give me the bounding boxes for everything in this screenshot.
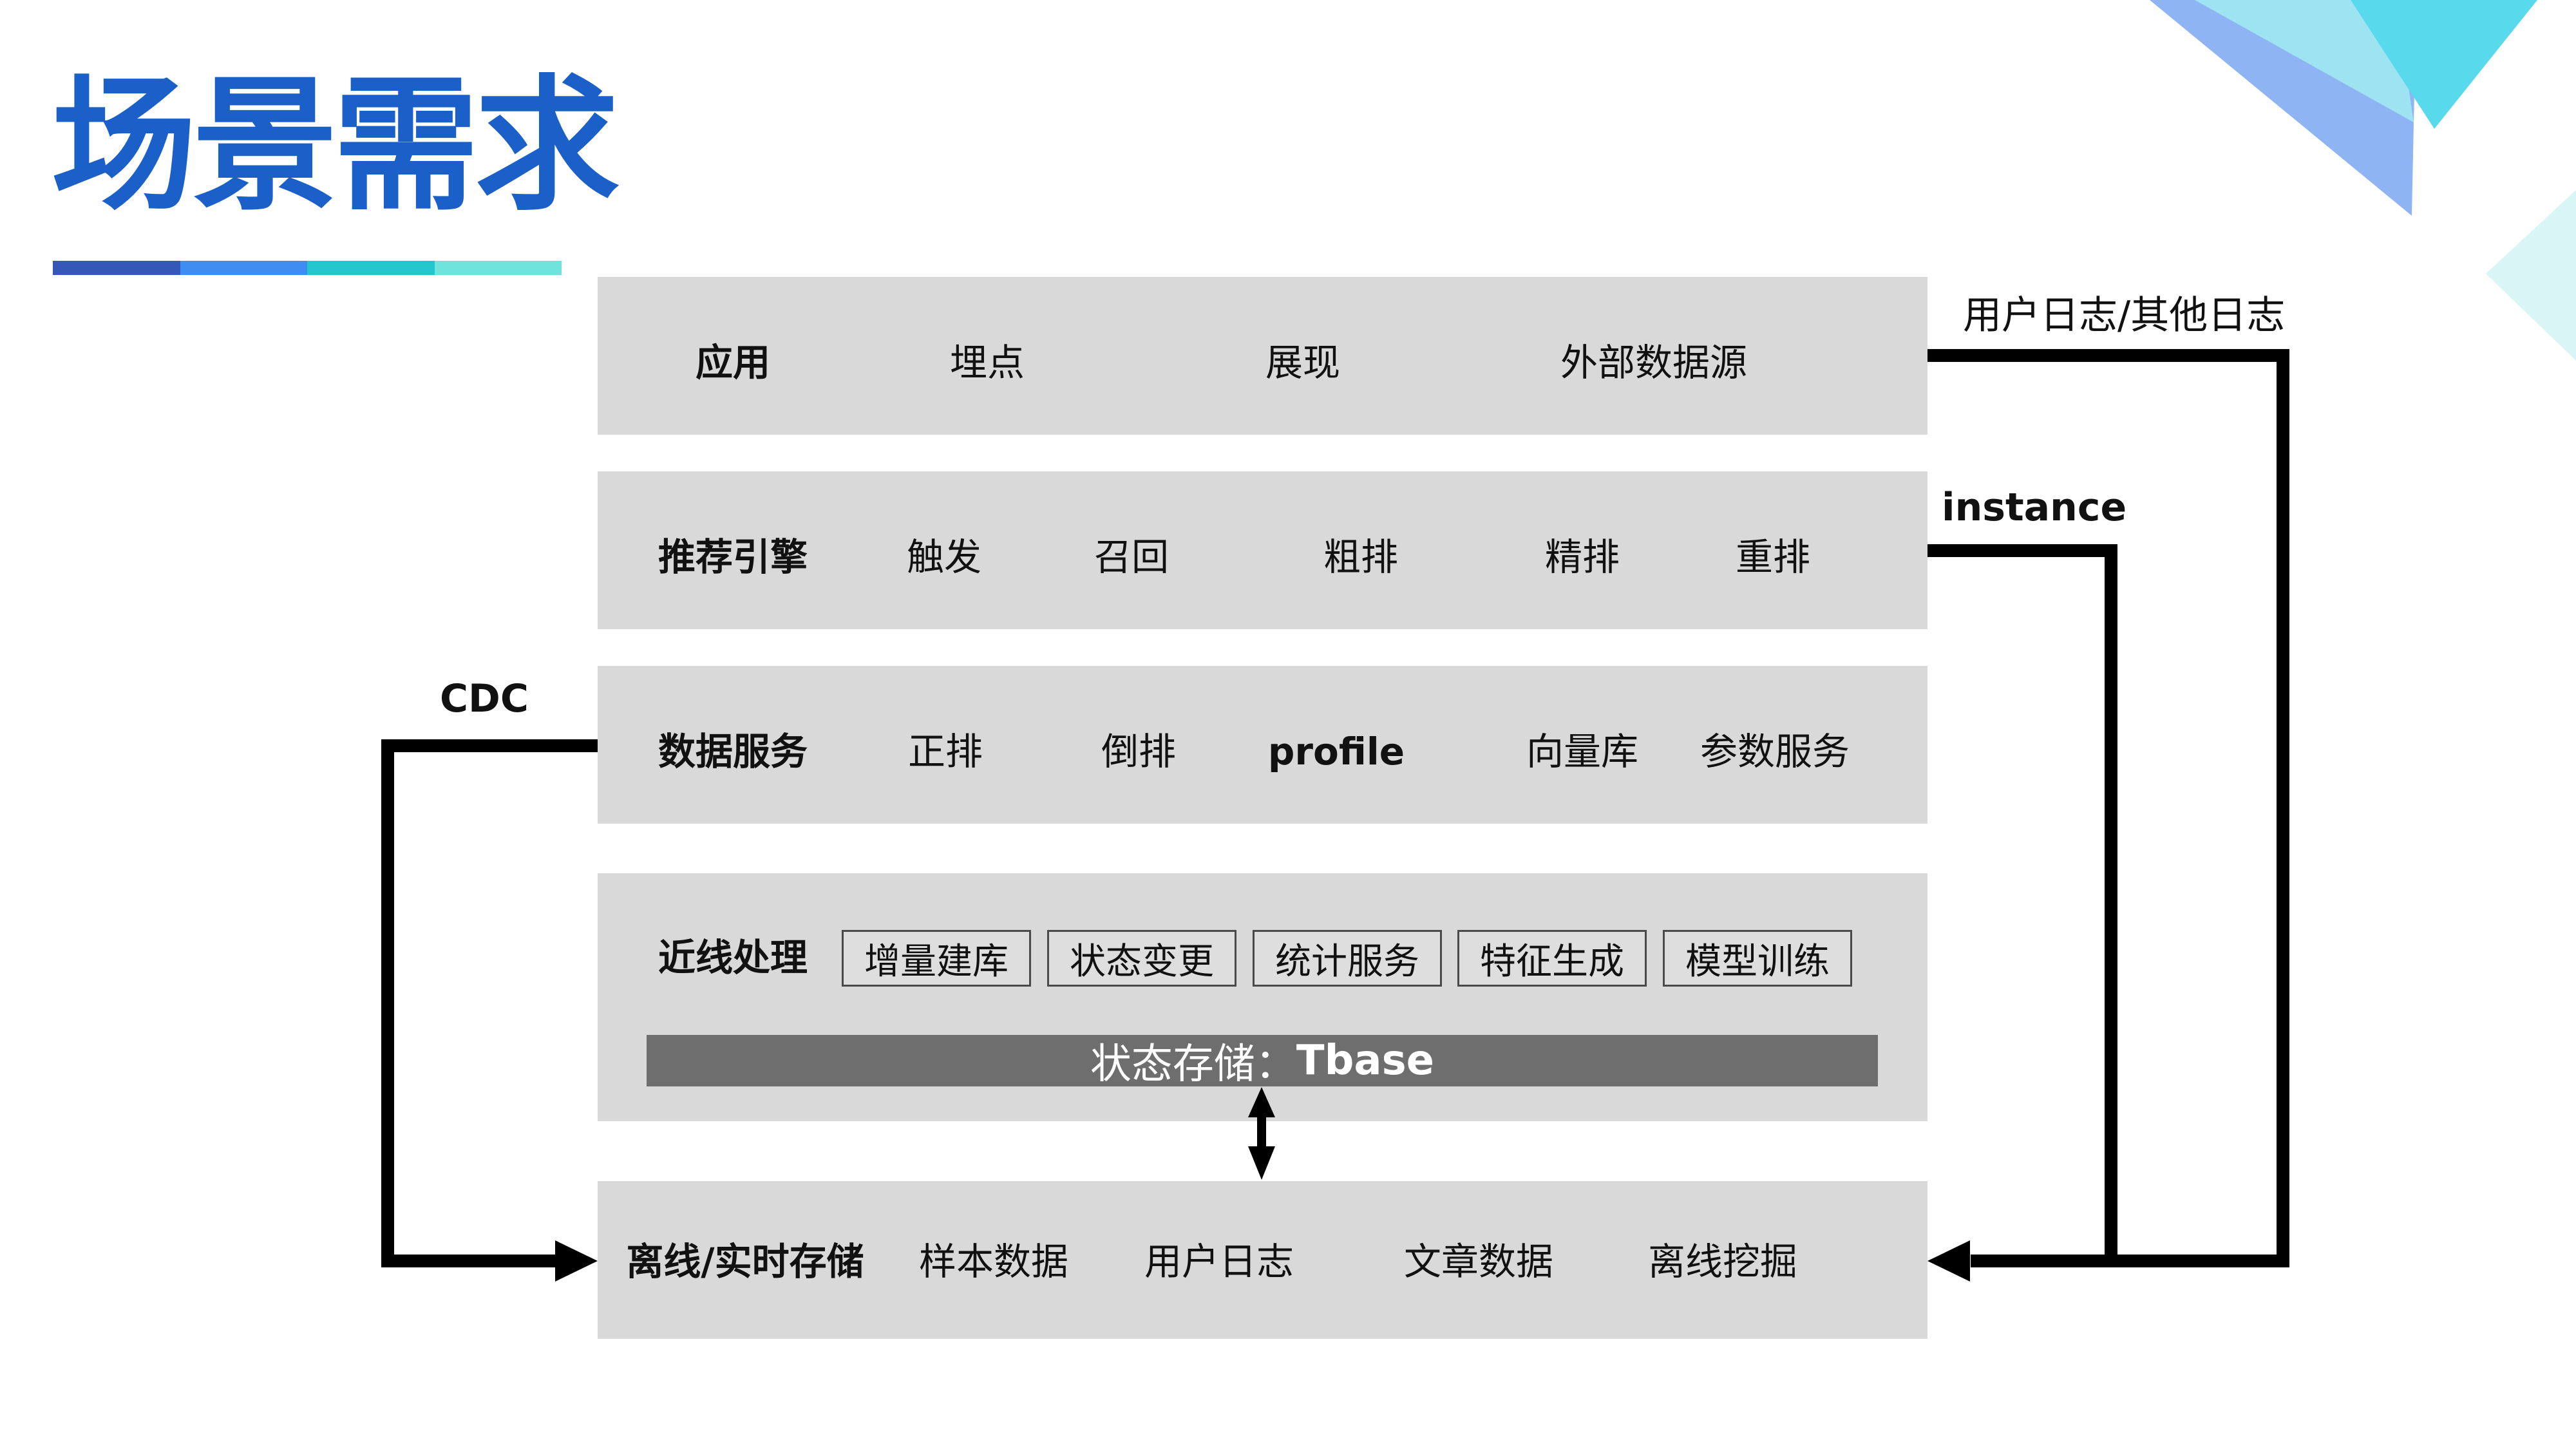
- engine-item: 触发: [906, 535, 982, 579]
- data-service-item: 倒排: [1101, 730, 1177, 773]
- app-item: 外部数据源: [1560, 341, 1748, 384]
- engine-item: 粗排: [1323, 535, 1399, 579]
- storage-arrowhead: [1927, 1240, 1970, 1282]
- storage-link-arrow: [1248, 1087, 1275, 1180]
- storage-item: 用户日志: [1144, 1240, 1294, 1283]
- data-service-item: 正排: [907, 730, 983, 773]
- layer-near-line-label: 近线处理: [658, 936, 808, 980]
- flow-label-cdc: CDC: [440, 676, 529, 721]
- engine-item: 重排: [1735, 535, 1811, 579]
- near-line-chip: 模型训练: [1663, 930, 1852, 987]
- engine-item: 精排: [1544, 535, 1620, 579]
- title-underline: [53, 261, 562, 275]
- near-line-chip: 状态变更: [1047, 930, 1236, 987]
- engine-item: 召回: [1094, 535, 1170, 579]
- flow-label-logs: 用户日志/其他日志: [1963, 293, 2286, 338]
- app-item: 埋点: [949, 341, 1025, 384]
- logs-connector: [1927, 349, 2289, 1267]
- near-line-chip: 增量建库: [842, 930, 1031, 987]
- data-service-item: profile: [1267, 730, 1405, 773]
- layer-engine-label: 推荐引擎: [658, 535, 808, 579]
- corner-decoration: [2150, 0, 2576, 361]
- layer-data-service-band: [598, 666, 1927, 824]
- layer-app-band: [598, 277, 1927, 435]
- storage-item: 样本数据: [918, 1240, 1069, 1283]
- layer-app-label: 应用: [695, 341, 771, 384]
- layer-storage-band: [598, 1181, 1927, 1339]
- instance-connector: [1927, 544, 2117, 1261]
- state-storage-bar: 状态存储：Tbase: [647, 1035, 1878, 1088]
- cdc-connector: [381, 739, 598, 1267]
- layer-data-service-label: 数据服务: [658, 730, 808, 773]
- app-item: 展现: [1265, 341, 1341, 384]
- near-line-chip: 特征生成: [1457, 930, 1647, 987]
- layer-storage-label: 离线/实时存储: [626, 1240, 864, 1283]
- near-line-chip: 统计服务: [1253, 930, 1442, 987]
- storage-item: 离线挖掘: [1647, 1240, 1798, 1283]
- state-storage-prefix: 状态存储：: [1090, 1041, 1296, 1088]
- storage-item: 文章数据: [1403, 1240, 1554, 1283]
- layer-engine-band: [598, 471, 1927, 629]
- flow-label-instance: instance: [1942, 485, 2127, 530]
- state-storage-name: Tbase: [1296, 1037, 1435, 1084]
- page-title: 场景需求: [52, 62, 620, 231]
- cdc-arrowhead: [555, 1240, 598, 1282]
- data-service-item: 参数服务: [1700, 730, 1850, 773]
- data-service-item: 向量库: [1526, 730, 1639, 773]
